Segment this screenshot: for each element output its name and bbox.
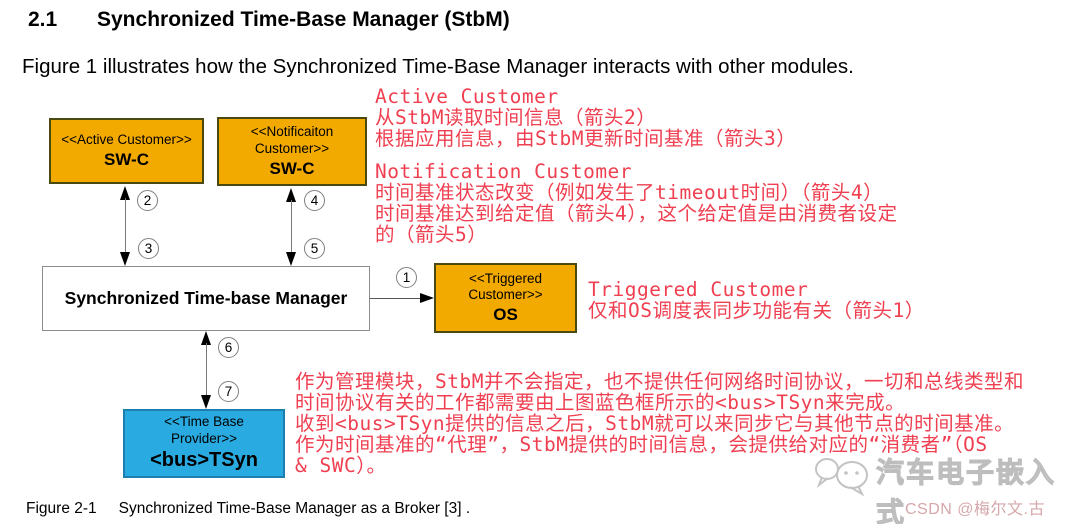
arrowhead-up-icon: [201, 331, 211, 345]
arrow-label-2: 2: [137, 190, 158, 211]
notification-customer-stereotype-line1: <<Notificaiton: [250, 124, 334, 139]
figure-caption: Figure 2-1 Synchronized Time-Base Manager…: [26, 500, 470, 518]
arrow-notification-manager: [285, 188, 298, 266]
stbm-manager-name: Synchronized Time-base Manager: [64, 287, 348, 308]
section-number: 2.1: [28, 8, 58, 31]
annotation-stbm-summary: 作为管理模块，StbM并不会指定，也不提供任何网络时间协议，一切和总线类型和 时…: [295, 371, 1024, 476]
arrow-manager-provider: [200, 331, 213, 409]
annotation-line: 作为管理模块，StbM并不会指定，也不提供任何网络时间协议，一切和总线类型和: [295, 370, 1024, 393]
annotation-line: 仅和OS调度表同步功能有关（箭头1）: [588, 299, 925, 322]
active-customer-box: <<Active Customer>> SW-C: [49, 118, 204, 184]
stbm-manager-box: Synchronized Time-base Manager: [42, 266, 370, 331]
annotation-title: Active Customer: [375, 85, 559, 108]
annotation-line: 时间基准状态改变（例如发生了timeout时间）（箭头4）: [375, 181, 884, 204]
annotation-line: 作为时间基准的“代理”，StbM提供的时间信息，会提供给对应的“消费者”（OS: [295, 433, 988, 456]
triggered-customer-stereotype-line1: <<Triggered: [468, 270, 543, 286]
arrow-label-5: 5: [304, 238, 325, 259]
watermark-credit: CSDN @梅尔文.古: [905, 501, 1045, 518]
arrow-line: [291, 200, 292, 254]
annotation-title: Triggered Customer: [588, 278, 809, 301]
time-base-provider-stereotype-line2: Provider>>: [170, 431, 238, 446]
notification-customer-stereotype-line2: Customer>>: [254, 140, 330, 156]
arrow-manager-os: [370, 292, 434, 305]
section-heading: 2.1 Synchronized Time-Base Manager (StbM): [28, 8, 510, 32]
time-base-provider-stereotype-line1: <<Time Base: [164, 414, 244, 430]
triggered-customer-box: <<Triggered Customer>> OS: [434, 263, 577, 333]
annotation-line: 从StbM读取时间信息（箭头2）: [375, 106, 657, 129]
chat-bubbles-logo-icon: [815, 458, 868, 497]
arrowhead-up-icon: [120, 186, 130, 200]
annotation-line: 时间协议有关的工作都需要由上图蓝色框所示的<bus>TSyn来完成。: [295, 391, 906, 414]
annotation-triggered-customer: Triggered Customer 仅和OS调度表同步功能有关（箭头1）: [588, 279, 925, 321]
annotation-line: 根据应用信息，由StbM更新时间基准（箭头3）: [375, 127, 797, 150]
annotation-line: 时间基准达到给定值（箭头4），这个给定值是由消费者设定: [375, 202, 898, 225]
arrow-active-manager: [119, 186, 132, 266]
arrow-line: [125, 198, 126, 254]
arrow-line: [206, 343, 207, 397]
arrow-label-1: 1: [396, 267, 417, 288]
arrow-label-3: 3: [138, 238, 159, 259]
intro-paragraph: Figure 1 illustrates how the Synchronize…: [22, 55, 854, 78]
annotation-notification-customer: Notification Customer 时间基准状态改变（例如发生了time…: [375, 161, 898, 245]
annotation-line: & SWC）。: [295, 454, 387, 477]
notification-customer-box: <<Notificaiton Customer>> SW-C: [217, 117, 367, 186]
arrowhead-down-icon: [286, 252, 296, 266]
annotation-title: Notification Customer: [375, 160, 633, 183]
figure-caption-label: Figure 2-1: [26, 500, 97, 517]
figure-caption-text: Synchronized Time-Base Manager as a Brok…: [118, 500, 471, 517]
arrowhead-right-icon: [420, 293, 434, 303]
triggered-customer-name: OS: [493, 305, 518, 325]
time-base-provider-name: <bus>TSyn: [150, 448, 258, 471]
arrow-label-7: 7: [218, 381, 239, 402]
triggered-customer-stereotype-line2: Customer>>: [468, 287, 543, 303]
annotation-line: 的（箭头5）: [375, 223, 488, 246]
arrowhead-up-icon: [286, 188, 296, 202]
arrow-line: [370, 298, 422, 299]
active-customer-stereotype: <<Active Customer>>: [61, 131, 192, 147]
active-customer-name: SW-C: [104, 149, 149, 169]
notification-customer-name: SW-C: [269, 158, 315, 178]
arrow-label-6: 6: [218, 337, 239, 358]
time-base-provider-box: <<Time Base Provider>> <bus>TSyn: [123, 409, 285, 478]
annotation-line: 收到<bus>TSyn提供的信息之后，StbM就可以来同步它与其他节点的时间基准…: [295, 412, 1015, 435]
annotation-active-customer: Active Customer 从StbM读取时间信息（箭头2） 根据应用信息，…: [375, 86, 796, 149]
arrow-label-4: 4: [304, 190, 325, 211]
arrowhead-down-icon: [201, 395, 211, 409]
section-title: Synchronized Time-Base Manager (StbM): [97, 8, 510, 31]
arrowhead-down-icon: [120, 252, 130, 266]
watermark-brand: 汽车电子嵌入式: [876, 457, 1057, 524]
